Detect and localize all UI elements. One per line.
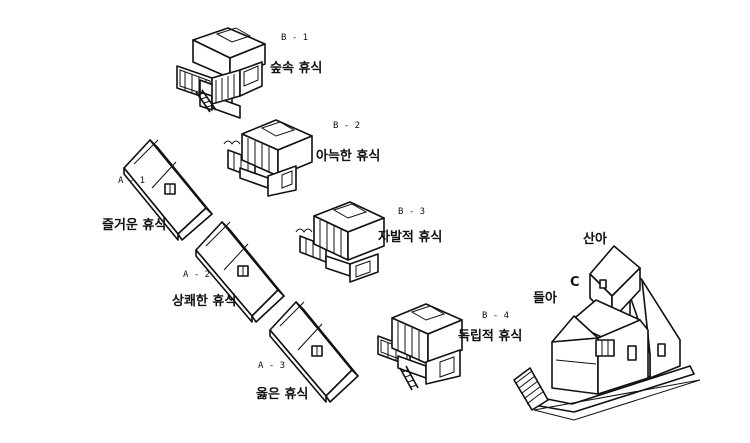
cabin-a2-code: A - 2 (183, 270, 210, 280)
cabin-b1-name: 숲속 휴식 (270, 60, 322, 76)
cabin-b1-drawing (176, 27, 266, 119)
cabin-a1-name: 즐거운 휴식 (102, 217, 166, 233)
cabin-b3-drawing (295, 201, 385, 283)
cabin-b2-name: 아늑한 휴식 (316, 148, 380, 164)
cabin-a3-code: A - 3 (258, 361, 285, 371)
cabin-b1-code: B - 1 (281, 33, 308, 43)
cabin-a3-drawing (269, 301, 359, 403)
cabin-b2-drawing (223, 119, 313, 197)
cabin-b4-name: 독립적 휴식 (458, 328, 522, 344)
complex-label-top: 산아 (583, 231, 607, 247)
cabin-a1-code: A - 1 (118, 176, 145, 186)
cabin-a2-drawing (195, 221, 285, 323)
complex-label-left: 들아 (533, 290, 557, 306)
cabin-b3-name: 자발적 휴식 (378, 229, 442, 245)
cabin-b2-code: B - 2 (333, 121, 360, 131)
cabin-b3-code: B - 3 (398, 207, 425, 217)
cabin-b4-code: B - 4 (482, 311, 509, 321)
complex-building-drawing (513, 245, 701, 421)
complex-label-c: C (570, 275, 580, 290)
cabin-b4-drawing (377, 303, 463, 391)
cabin-a2-name: 상쾌한 휴식 (172, 293, 236, 309)
cabin-a1-drawing (123, 139, 213, 241)
cabin-a3-name: 옳은 휴식 (256, 386, 308, 402)
